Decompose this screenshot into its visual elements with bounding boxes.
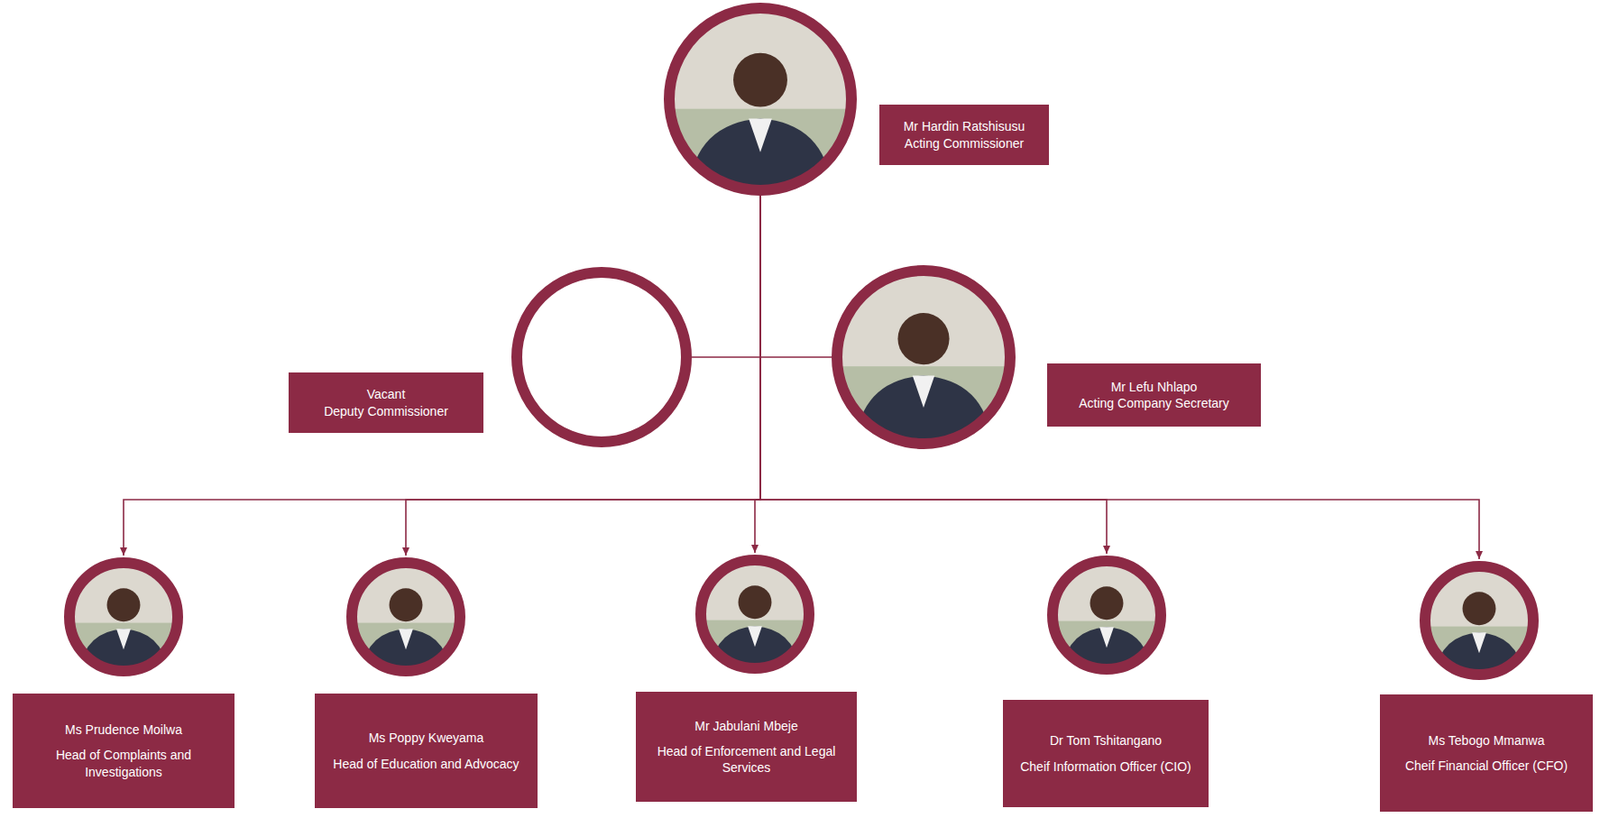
photo-background	[695, 554, 815, 674]
person-shirt	[1471, 632, 1487, 653]
name-label: VacantDeputy Commissioner	[288, 372, 484, 433]
portrait-circle	[831, 265, 1016, 450]
portrait-ring	[695, 554, 815, 674]
job-title: Cheif Information Officer (CIO)	[1020, 758, 1192, 775]
person-name: Ms Prudence Moilwa	[64, 721, 183, 738]
person-head	[733, 53, 788, 108]
ring-outline	[1052, 560, 1161, 670]
person-shirt	[1099, 626, 1114, 648]
portrait-photo	[663, 2, 857, 196]
photo-background	[663, 2, 857, 196]
job-title: Acting Commissioner	[904, 135, 1024, 152]
portrait-ring	[1419, 560, 1539, 681]
portrait-photo	[64, 557, 184, 677]
portrait-circle	[346, 557, 466, 677]
person-shirt	[116, 628, 131, 650]
portrait-photo	[1419, 560, 1539, 681]
person-shirt	[747, 625, 763, 647]
person-body	[688, 118, 834, 196]
portrait-photo	[831, 265, 1016, 450]
person-shirt	[912, 375, 935, 408]
name-label: Ms Tebogo MmanwaCheif Financial Officer …	[1379, 694, 1593, 812]
name-label: Ms Prudence MoilwaHead of Complaints and…	[12, 693, 235, 809]
job-title: Head of Education and Advocacy	[332, 755, 519, 773]
org-connector	[123, 195, 761, 556]
portrait-circle	[511, 266, 692, 448]
photo-background	[1419, 560, 1539, 681]
ring-outline	[836, 270, 1011, 444]
photo-background	[831, 265, 1016, 450]
person-body	[855, 375, 994, 450]
person-shirt	[748, 118, 773, 152]
job-title: Acting Company Secretary	[1078, 395, 1230, 412]
ring-outline	[700, 560, 810, 669]
org-node: Ms Tebogo MmanwaCheif Financial Officer …	[1379, 560, 1593, 812]
person-head	[107, 588, 141, 622]
photo-background	[1047, 555, 1167, 675]
portrait-photo	[1047, 555, 1167, 675]
person-name: Mr Lefu Nhlapo	[1111, 378, 1198, 396]
name-label: Ms Poppy KweyamaHead of Education and Ad…	[314, 693, 538, 809]
portrait-circle	[1047, 555, 1167, 675]
portrait-circle	[1419, 560, 1539, 681]
name-label: Dr Tom TshitanganoCheif Information Offi…	[1002, 699, 1209, 808]
org-connector	[754, 195, 761, 553]
photo-background	[346, 557, 466, 677]
person-name: Mr Hardin Ratshisusu	[903, 118, 1026, 135]
portrait-ring	[831, 265, 1016, 450]
person-head	[1090, 586, 1124, 620]
portrait-ring	[511, 266, 692, 448]
portrait-circle	[64, 557, 184, 677]
org-node: Mr Lefu NhlapoActing Company Secretary	[831, 265, 1261, 450]
person-name: Dr Tom Tshitangano	[1049, 732, 1162, 749]
job-title: Deputy Commissioner	[323, 403, 449, 420]
org-connector	[760, 195, 832, 358]
org-node: Ms Prudence MoilwaHead of Complaints and…	[12, 557, 235, 809]
portrait-ring	[1047, 555, 1167, 675]
org-node: Ms Poppy KweyamaHead of Education and Ad…	[314, 557, 538, 809]
org-connector	[760, 195, 1480, 560]
job-title: Head of Complaints and Investigations	[23, 746, 224, 780]
portrait-photo	[346, 557, 466, 677]
ring-outline	[69, 562, 178, 672]
org-node: Mr Jabulani MbejeHead of Enforcement and…	[635, 554, 857, 802]
portrait-photo	[695, 554, 815, 674]
ring-outline	[669, 8, 852, 191]
name-label: Mr Hardin RatshisusuActing Commissioner	[879, 104, 1049, 166]
person-name: Ms Tebogo Mmanwa	[1428, 732, 1545, 749]
portrait-ring	[663, 2, 857, 196]
person-name: Mr Jabulani Mbeje	[694, 717, 798, 735]
ring-outline	[516, 272, 687, 442]
portrait-circle	[663, 2, 857, 196]
org-connector	[691, 195, 761, 358]
ring-outline	[351, 562, 460, 672]
person-name: Vacant	[367, 386, 406, 403]
org-node: Dr Tom TshitanganoCheif Information Offi…	[1002, 555, 1209, 808]
person-name: Ms Poppy Kweyama	[368, 729, 485, 746]
org-node: Mr Hardin RatshisusuActing Commissioner	[663, 2, 1049, 196]
name-label: Mr Jabulani MbejeHead of Enforcement and…	[635, 691, 857, 802]
job-title: Head of Enforcement and Legal Services	[646, 743, 846, 776]
org-node: VacantDeputy Commissioner	[288, 266, 692, 448]
person-head	[897, 312, 949, 365]
person-head	[738, 585, 773, 619]
name-label: Mr Lefu NhlapoActing Company Secretary	[1047, 363, 1261, 427]
portrait-ring	[64, 557, 184, 677]
portrait-circle	[695, 554, 815, 674]
ring-outline	[1425, 566, 1534, 675]
job-title: Cheif Financial Officer (CFO)	[1405, 757, 1568, 774]
person-shirt	[398, 628, 414, 650]
person-head	[1462, 591, 1497, 626]
person-head	[389, 588, 423, 622]
portrait-ring	[346, 557, 466, 677]
photo-background	[64, 557, 184, 677]
